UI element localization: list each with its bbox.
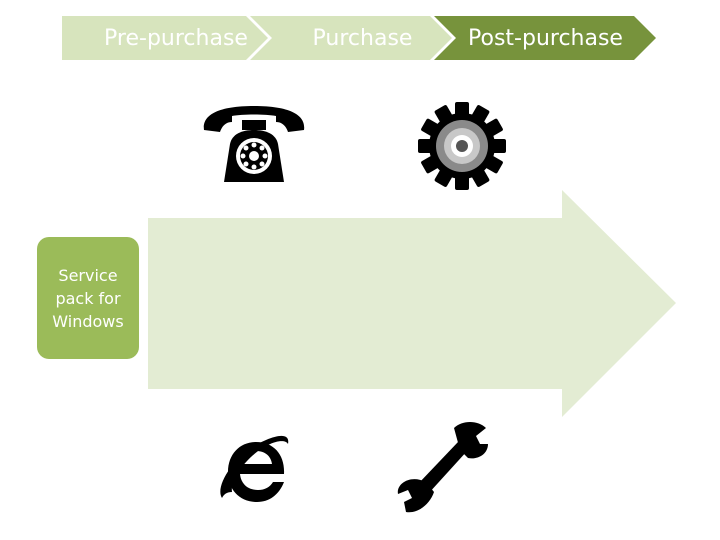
- process-chevron-bar: [62, 16, 656, 60]
- telephone-icon: [203, 106, 305, 182]
- chevron-pre-purchase: [62, 16, 268, 60]
- chevron-post-purchase: [434, 16, 656, 60]
- big-arrow-shape: [148, 190, 676, 417]
- internet-explorer-icon: [220, 435, 289, 502]
- chevron-purchase: [250, 16, 452, 60]
- service-pack-label: Service pack for Windows: [52, 265, 124, 331]
- wrench-icon: [397, 422, 488, 513]
- gear-icon: [418, 102, 506, 190]
- service-pack-box: Service pack for Windows: [37, 237, 139, 359]
